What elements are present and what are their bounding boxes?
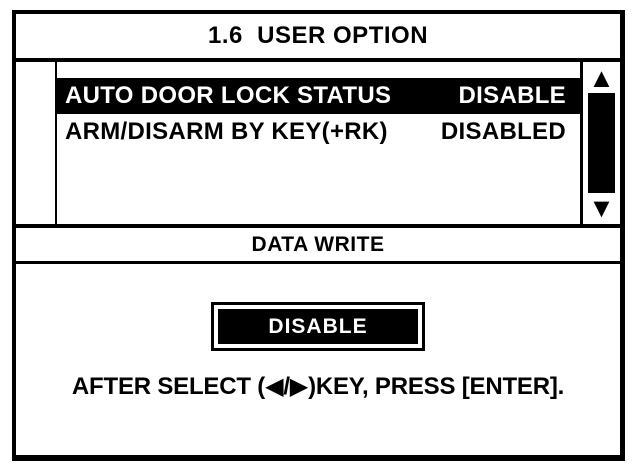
menu-item-auto-door-lock[interactable]: AUTO DOOR LOCK STATUS DISABLE <box>57 78 580 114</box>
screen-frame: 1.6 USER OPTION AUTO DOOR LOCK STATUS DI… <box>12 10 625 461</box>
data-write-header-bar: DATA WRITE <box>16 228 620 264</box>
menu-item-label: ARM/DISARM BY KEY(+RK) <box>65 118 388 145</box>
page-title: 1.6 USER OPTION <box>207 22 429 49</box>
data-write-editor: DISABLE AFTER SELECT (◀/▶)KEY, PRESS [EN… <box>16 264 620 455</box>
menu-item-arm-disarm[interactable]: ARM/DISARM BY KEY(+RK) DISABLED <box>57 114 580 150</box>
scroll-up-icon[interactable]: ▲ <box>588 63 615 93</box>
menu-item-value: DISABLE <box>458 82 566 109</box>
scrollbar-thumb[interactable] <box>588 93 615 193</box>
left-gutter <box>16 62 57 224</box>
instruction-text: AFTER SELECT (◀/▶)KEY, PRESS [ENTER]. <box>71 373 565 400</box>
scroll-down-icon[interactable]: ▼ <box>588 193 615 223</box>
title-bar: 1.6 USER OPTION <box>16 14 620 62</box>
selected-value-label: DISABLE <box>218 309 418 344</box>
menu-item-value: DISABLED <box>440 118 566 145</box>
menu-item-label: AUTO DOOR LOCK STATUS <box>65 82 392 109</box>
scrollbar[interactable]: ▲ ▼ <box>580 62 620 224</box>
option-list: AUTO DOOR LOCK STATUS DISABLE ARM/DISARM… <box>57 62 580 224</box>
option-list-section: AUTO DOOR LOCK STATUS DISABLE ARM/DISARM… <box>16 62 620 228</box>
section-header: DATA WRITE <box>251 232 385 256</box>
selected-value-button[interactable]: DISABLE <box>211 302 425 351</box>
